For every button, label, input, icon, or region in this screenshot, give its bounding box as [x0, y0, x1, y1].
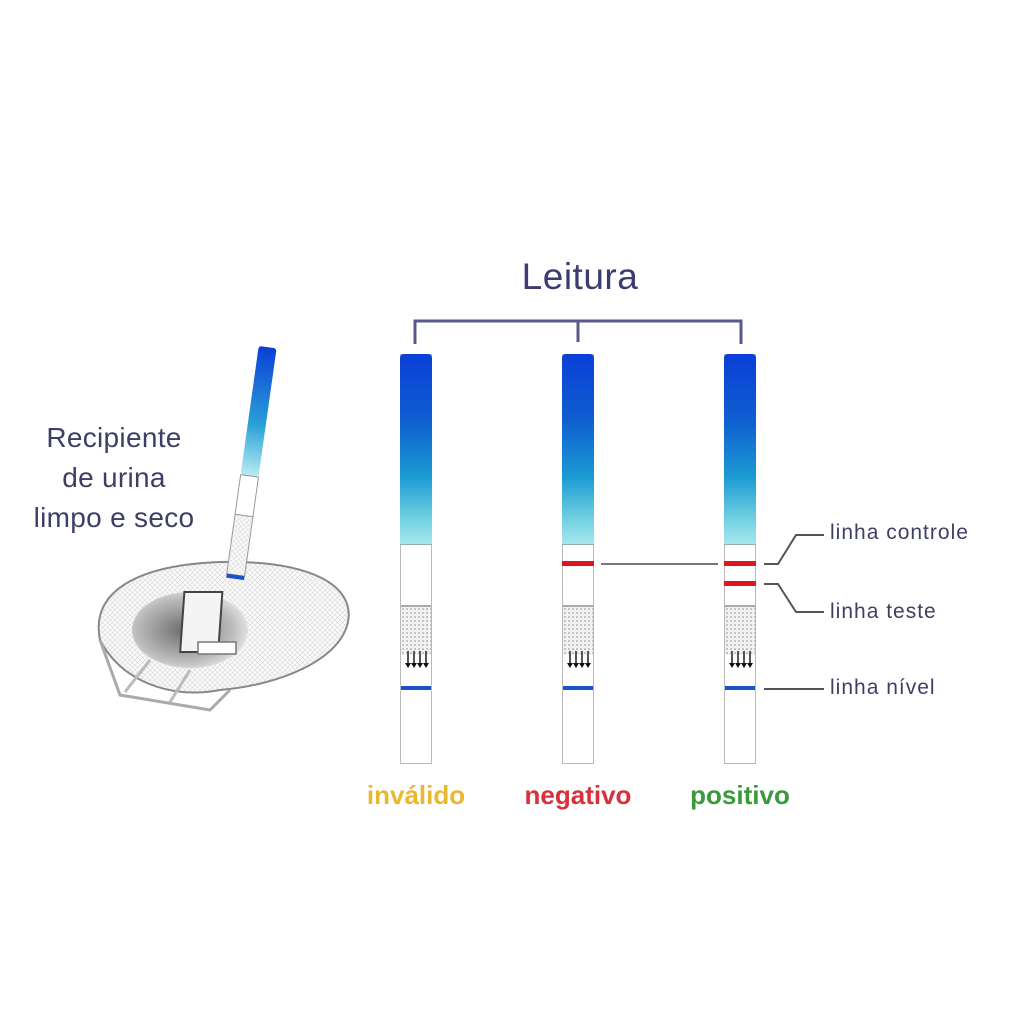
strip-absorbent-tip	[724, 354, 756, 545]
flow-arrows-icon	[405, 651, 429, 671]
result-label-invalid: inválido	[366, 780, 466, 810]
result-label-positive: positivo	[690, 780, 790, 810]
callout-test-line: linha teste	[830, 600, 937, 623]
control-line	[562, 561, 594, 566]
level-line	[725, 686, 755, 690]
strip-absorbent-tip	[400, 354, 432, 545]
level-line	[563, 686, 593, 690]
callout-control-line: linha controle	[830, 521, 969, 544]
result-label-negative: negativo	[524, 780, 632, 810]
diagram-title: Leitura	[521, 256, 639, 297]
container-label-line-3: limpo e seco	[33, 502, 195, 533]
control-line	[724, 561, 756, 566]
flow-arrows-icon	[729, 651, 753, 671]
callout-level-line: linha nível	[830, 676, 936, 699]
container-label: Recipiente de urina limpo e seco	[0, 418, 228, 538]
urine-cup-illustration	[97, 346, 350, 712]
flow-arrows-icon	[567, 651, 591, 671]
strip-sample-pad	[725, 605, 755, 655]
container-label-line-2: de urina	[62, 462, 166, 493]
strip-sample-pad	[401, 605, 431, 655]
level-line	[401, 686, 431, 690]
strip-absorbent-tip	[562, 354, 594, 545]
container-label-line-1: Recipiente	[46, 422, 182, 453]
test-strip-positive	[724, 354, 756, 764]
strip-sample-pad	[563, 605, 593, 655]
test-strip-negative	[562, 354, 594, 764]
test-line	[724, 581, 756, 586]
test-strip-invalid	[400, 354, 432, 764]
